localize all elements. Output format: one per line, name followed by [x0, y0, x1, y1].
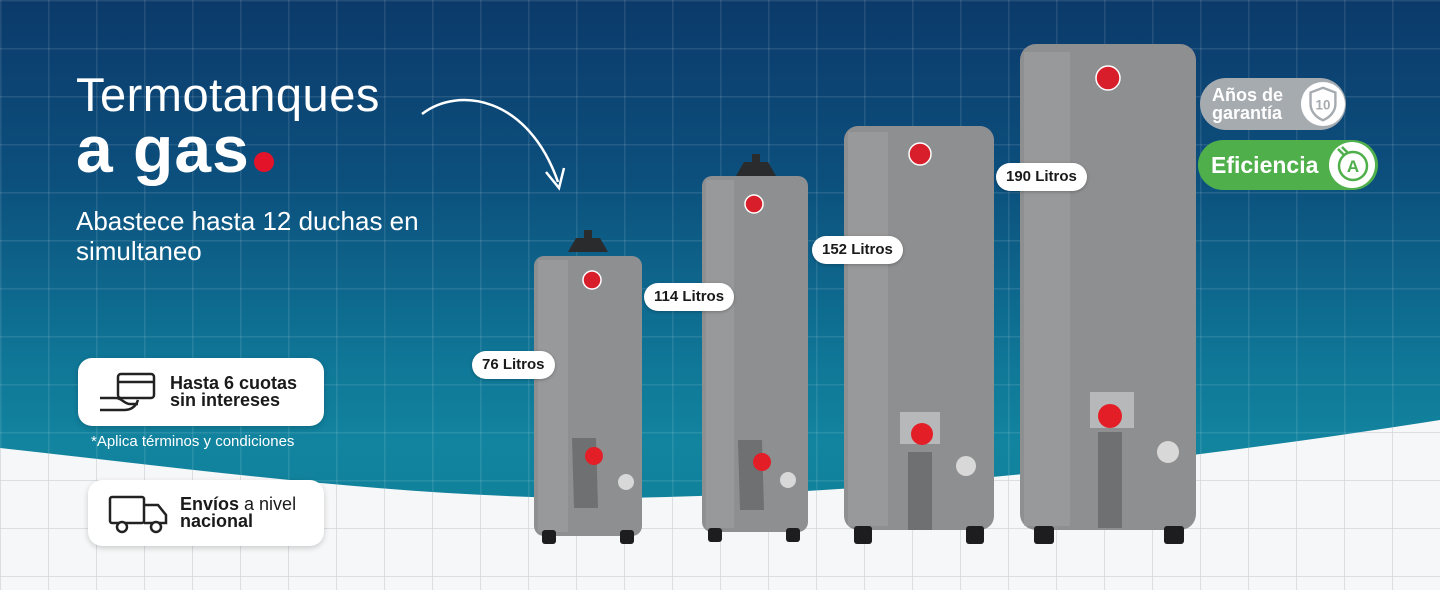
rheem-logo-icon	[582, 270, 602, 290]
energy-plug-icon: A	[1329, 142, 1375, 188]
shipping-line2: nacional	[180, 511, 254, 531]
shipping-rest: a nivel	[239, 494, 297, 514]
financing-text: Hasta 6 cuotas sin intereses	[170, 373, 298, 410]
capacity-tag-114: 114 Litros	[644, 283, 735, 311]
headline: Termotanques a gas	[76, 68, 380, 183]
tank-114	[702, 154, 808, 542]
shipping-bold: Envíos	[180, 494, 240, 514]
capacity-tag-152: 152 Litros	[812, 236, 903, 264]
warranty-line2: garantía	[1212, 103, 1283, 123]
warranty-years: 10	[1316, 98, 1331, 113]
tank-76	[534, 230, 642, 544]
efficiency-badge: Eficiencia A	[1198, 140, 1378, 190]
warranty-line1: Años de	[1212, 85, 1284, 105]
tank-190	[1020, 44, 1196, 544]
headline-line2: a gas	[76, 116, 380, 182]
efficiency-label: Eficiencia	[1211, 151, 1319, 178]
warranty-text: Años de garantía	[1212, 86, 1300, 122]
card-hand-icon	[100, 372, 156, 412]
capacity-tag-76: 76 Litros	[472, 351, 555, 379]
financing-card[interactable]: Hasta 6 cuotas sin intereses	[78, 358, 324, 426]
curved-arrow-icon	[421, 98, 566, 191]
terms-note: *Aplica términos y condiciones	[91, 433, 295, 450]
capacity-tag-190: 190 Litros	[996, 163, 1087, 191]
shield-icon: 10	[1301, 81, 1346, 127]
subtitle: Abastece hasta 12 duchas en simultaneo	[76, 206, 419, 266]
red-dot-icon	[253, 152, 274, 172]
tank-152	[844, 126, 994, 544]
truck-icon	[108, 495, 168, 534]
financing-line1: Hasta 6 cuotas	[170, 373, 298, 393]
headline-line1: Termotanques	[76, 68, 380, 121]
rheem-logo-icon	[1095, 65, 1121, 91]
shipping-text: Envíos a nivel nacional	[180, 494, 297, 531]
rheem-logo-icon	[908, 142, 932, 166]
headline-line2-text: a gas	[76, 112, 250, 186]
financing-line2: sin intereses	[170, 390, 281, 410]
warranty-badge: Años de garantía 10	[1200, 78, 1346, 130]
shipping-card[interactable]: Envíos a nivel nacional	[88, 480, 324, 546]
efficiency-grade: A	[1347, 157, 1359, 176]
rheem-logo-icon	[744, 194, 764, 214]
